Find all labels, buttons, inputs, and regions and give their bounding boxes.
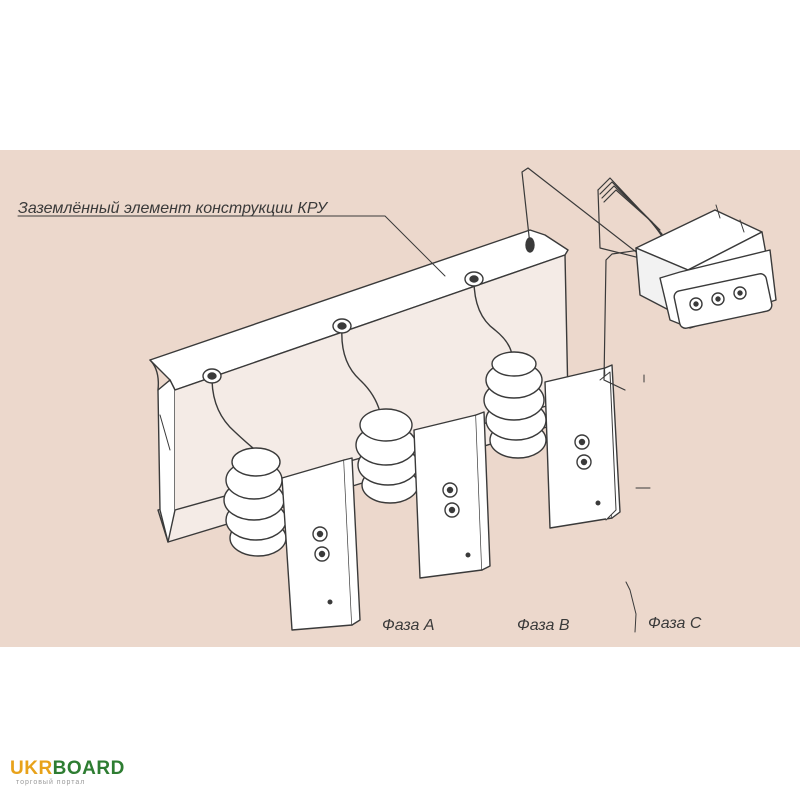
busbar-a: [281, 457, 361, 631]
rail-bolt-a: [202, 368, 222, 384]
ukrboard-watermark: UKRBOARD торговый портал: [10, 758, 124, 788]
insulator-c: [483, 351, 547, 459]
phase-a-label: Фаза А: [382, 617, 435, 634]
diagram-panel: Заземлённый элемент конструкции КРУ Фаза…: [0, 150, 800, 647]
watermark-brand-part1: UKR: [10, 758, 53, 779]
leader-lines: [17, 215, 651, 633]
watermark-brand: UKRBOARD: [10, 758, 125, 780]
phase-c-label: Фаза С: [648, 615, 702, 632]
monitor-cables: [521, 167, 667, 391]
insulator-b: [355, 408, 419, 504]
switchgear-diagram: [17, 167, 777, 633]
monitor-device: [635, 204, 777, 329]
watermark-tagline: торговый портал: [16, 779, 86, 786]
watermark-brand-part2: BOARD: [52, 758, 125, 779]
rail-bolts: [202, 237, 535, 384]
ground-element-label: Заземлённый элемент конструкции КРУ: [18, 200, 327, 217]
rail-bolt-b: [332, 318, 352, 334]
insulator-a: [223, 447, 287, 557]
phase-b-label: Фаза В: [517, 617, 570, 634]
rail-bolt-c: [464, 271, 484, 287]
busbar-bolts: [312, 434, 601, 605]
